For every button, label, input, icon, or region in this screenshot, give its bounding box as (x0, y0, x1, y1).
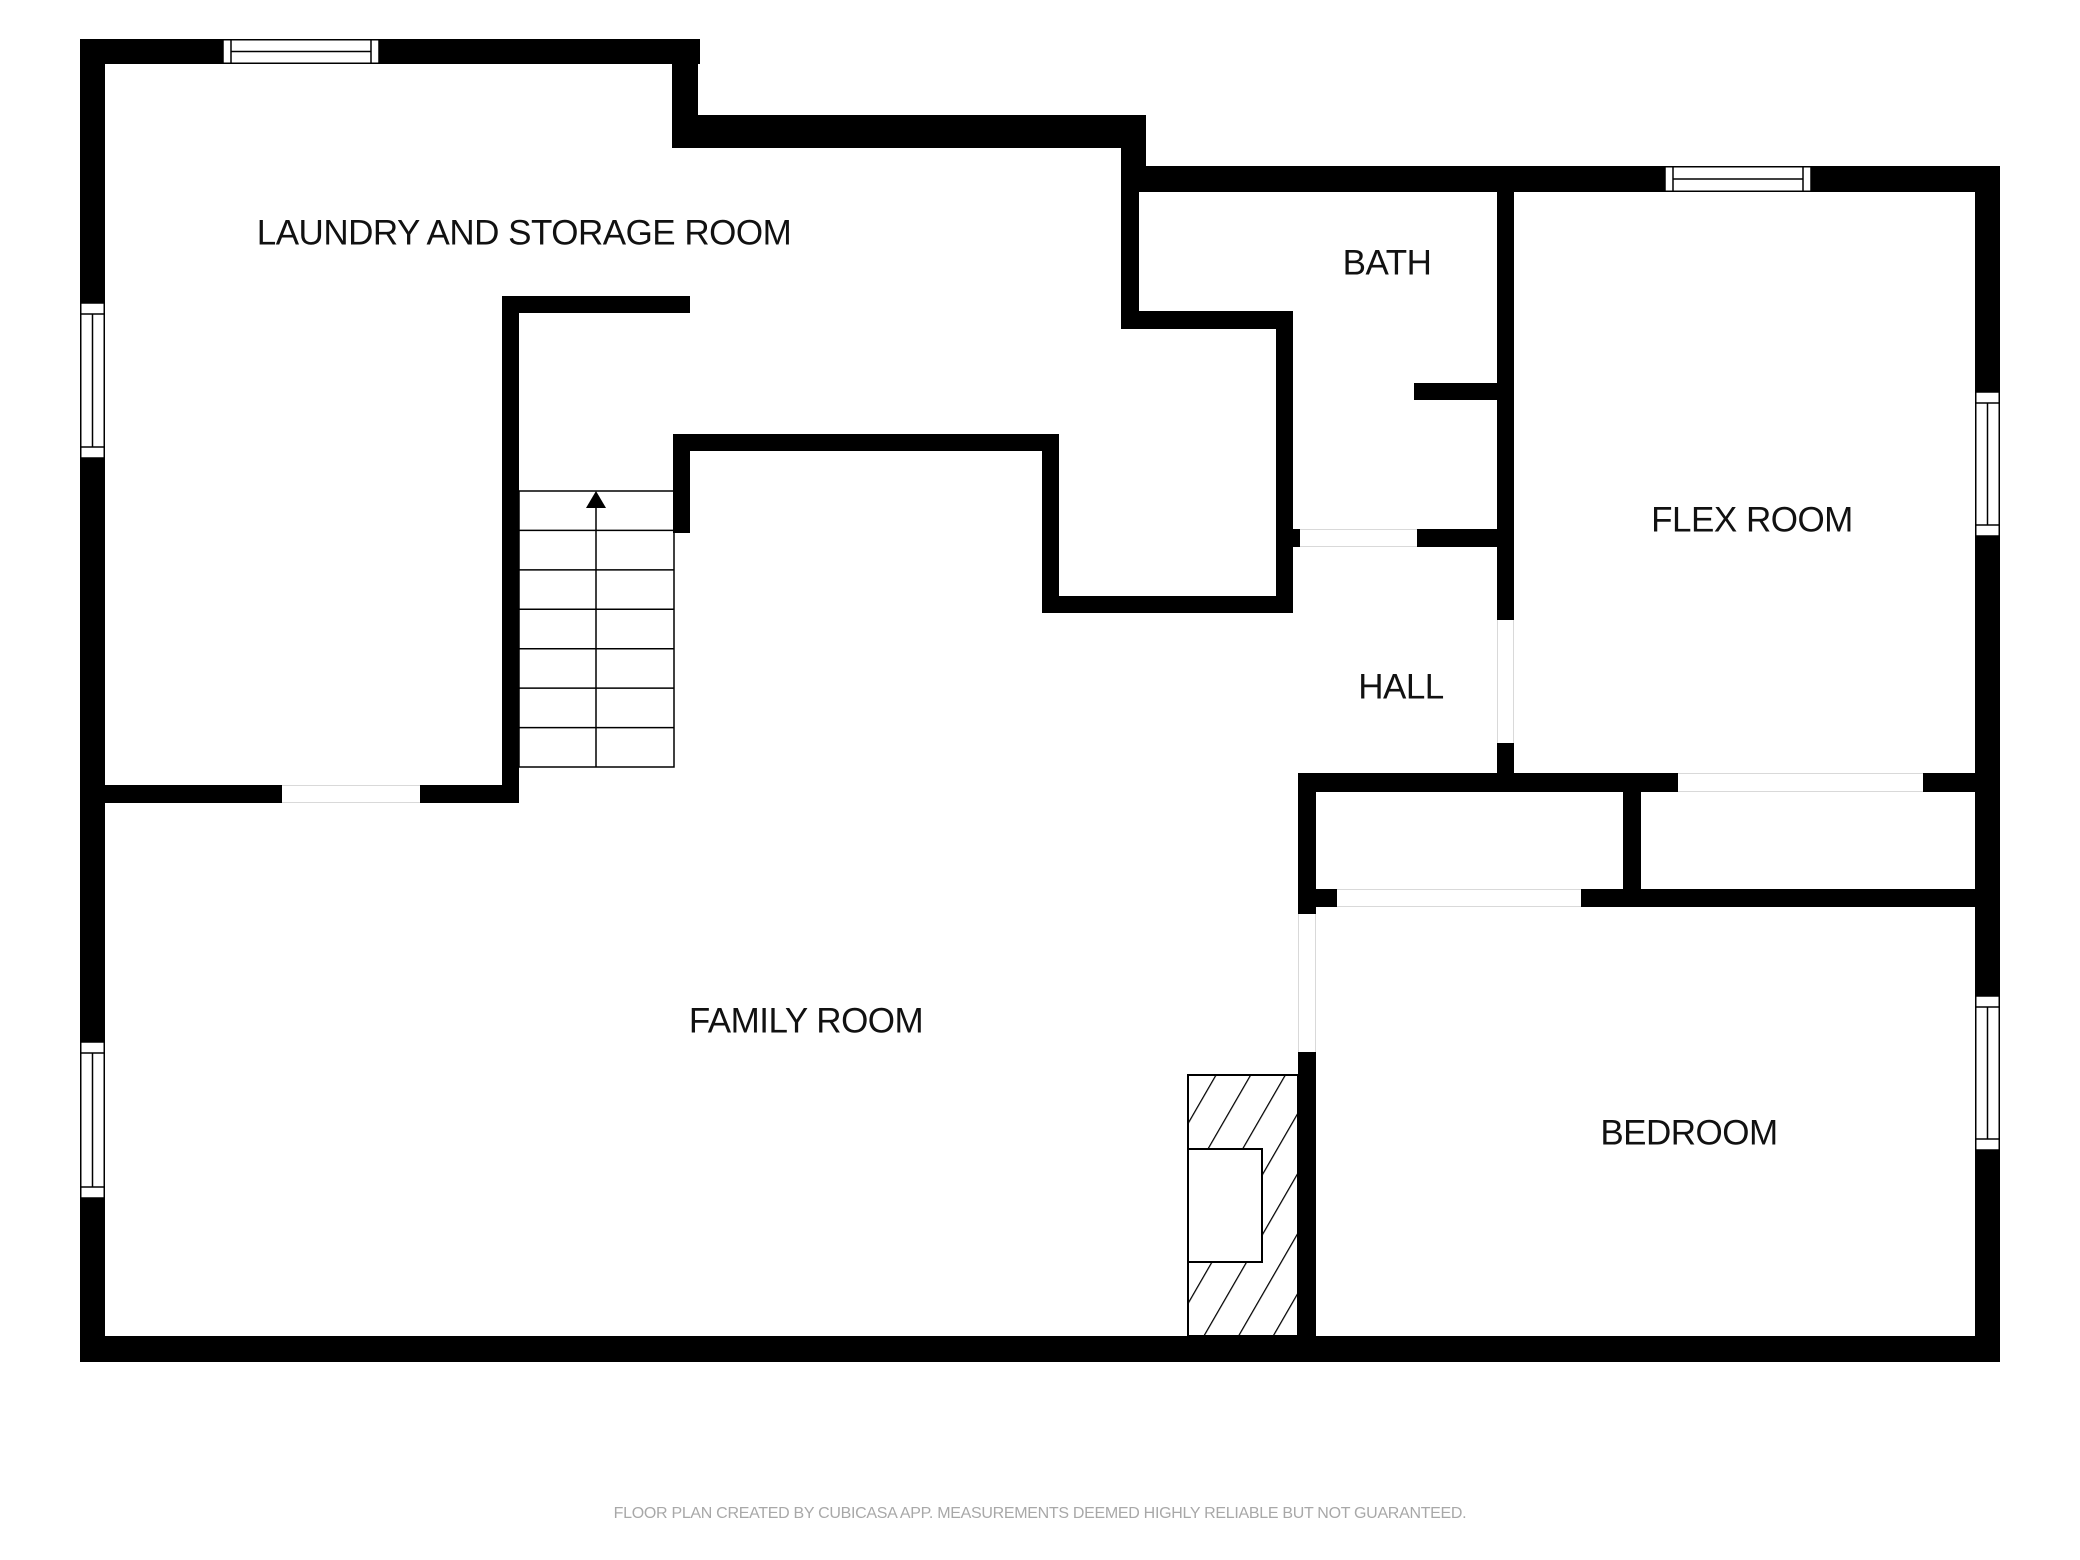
walls (80, 39, 2000, 1362)
window-icon (222, 39, 380, 64)
window-icon (1975, 391, 2000, 537)
wall-segment (1581, 889, 1975, 907)
wall-segment (1414, 383, 1497, 400)
wall-segment (1497, 743, 1514, 773)
door-opening (1298, 914, 1316, 1052)
wall-segment (502, 296, 519, 803)
wall-segment (1121, 311, 1293, 329)
windows (80, 39, 2000, 1199)
wall-segment (420, 785, 519, 803)
wall-segment (80, 1336, 2000, 1362)
room-label-laundry: LAUNDRY AND STORAGE ROOM (256, 213, 792, 253)
wall-segment (1293, 529, 1300, 547)
wall-segment (1497, 192, 1514, 620)
wall-segment (1042, 434, 1059, 613)
door-opening (282, 785, 420, 803)
fireplace-firebox (1187, 1148, 1263, 1263)
wall-segment (1298, 773, 1678, 792)
footer-disclaimer: FLOOR PLAN CREATED BY CUBICASA APP. MEAS… (613, 1505, 1467, 1522)
wall-segment (1923, 773, 1975, 792)
wall-segment (673, 434, 690, 533)
room-label-bath: BATH (1342, 243, 1432, 283)
door-opening (1678, 773, 1923, 792)
wall-segment (80, 39, 700, 64)
room-label-flex: FLEX ROOM (1651, 500, 1853, 540)
window-icon (80, 1041, 105, 1199)
wall-segment (1975, 166, 2000, 1362)
door-opening (1337, 889, 1581, 907)
door-openings (282, 529, 1923, 1052)
wall-segment (1121, 166, 1139, 329)
arrow-up-icon (586, 491, 606, 508)
room-label-bedroom: BEDROOM (1600, 1113, 1778, 1153)
wall-segment (1298, 1052, 1316, 1336)
door-opening (1497, 620, 1514, 743)
fireplace-icon (1187, 1074, 1299, 1337)
window-icon (1975, 995, 2000, 1151)
room-label-hall: HALL (1358, 667, 1444, 707)
door-opening (1300, 529, 1417, 547)
wall-segment (1316, 889, 1337, 907)
window-icon (1664, 166, 1812, 192)
wall-segment (105, 785, 282, 803)
room-label-family: FAMILY ROOM (688, 1001, 924, 1041)
wall-segment (1276, 311, 1293, 613)
wall-segment (1121, 166, 2000, 192)
window-icon (80, 302, 105, 459)
wall-segment (1298, 773, 1316, 914)
wall-segment (1417, 529, 1497, 547)
wall-segment (1042, 596, 1293, 613)
wall-segment (673, 434, 1059, 451)
wall-segment (1623, 773, 1641, 907)
wall-segment (502, 296, 690, 313)
wall-segment (672, 115, 1146, 148)
staircase (518, 490, 675, 768)
